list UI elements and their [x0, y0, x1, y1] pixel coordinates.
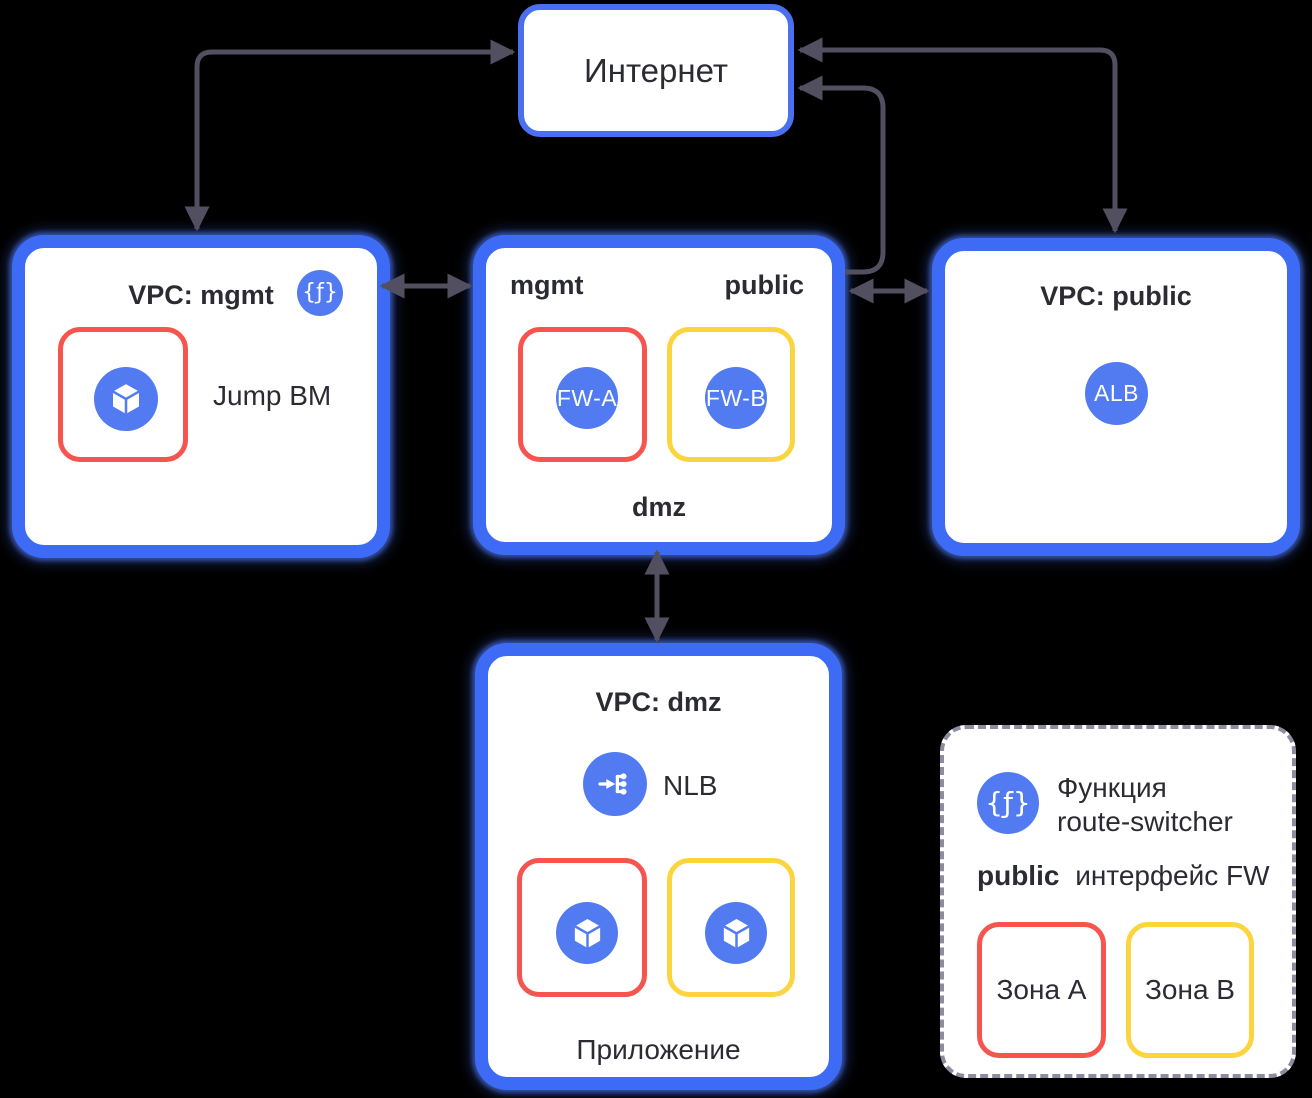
vm-cube-glyph — [722, 918, 750, 948]
vpc-public-title: VPC: public — [1040, 281, 1192, 311]
legend-function-line1: Функция — [1057, 772, 1167, 803]
load-balancer-glyph — [598, 773, 627, 795]
vm-cube-icon — [556, 902, 618, 964]
app-vm-zone-a-box — [517, 858, 647, 997]
fw-a-icon: FW-A — [556, 367, 618, 429]
vpc-dmz: VPC: dmz NLB — [475, 643, 842, 1090]
jump-vm-label: Jump ВМ — [213, 380, 332, 411]
arrow-internet-vpc-public — [797, 37, 1128, 234]
function-braces-icon: {ƒ} — [297, 270, 343, 316]
jump-vm-zone-a-box — [58, 327, 188, 462]
subnet-public-label: public — [724, 270, 805, 300]
application-label: Приложение — [576, 1034, 741, 1065]
function-braces-icon: {ƒ} — [977, 772, 1039, 834]
vm-cube-icon — [94, 367, 158, 431]
legend-zone-a-box: Зона A — [977, 922, 1106, 1058]
alb-icon: ALB — [1085, 362, 1148, 425]
vm-cube-icon — [705, 902, 767, 964]
nlb-label: NLB — [663, 770, 718, 801]
fw-block: mgmt public FW-A FW-B dmz — [473, 235, 845, 555]
legend-zone-b-box: Зона B — [1126, 922, 1254, 1058]
fw-b-label: FW-B — [705, 384, 767, 411]
legend-interface-public: public — [977, 860, 1060, 891]
legend: {ƒ} Функция route-switcher public интерф… — [940, 725, 1296, 1078]
load-balancer-icon — [583, 752, 647, 816]
vm-cube-glyph — [112, 384, 140, 414]
fw-b-icon: FW-B — [705, 367, 767, 429]
fw-b-zone-box: FW-B — [667, 327, 795, 462]
internet-node: Интернет — [518, 4, 794, 137]
app-vm-zone-b-box — [667, 858, 795, 997]
legend-zone-a-label: Зона A — [996, 974, 1087, 1005]
subnet-mgmt-label: mgmt — [510, 270, 584, 300]
subnet-dmz-label: dmz — [632, 492, 686, 522]
legend-interface-text: public интерфейс FW — [977, 860, 1270, 892]
internet-label: Интернет — [584, 51, 728, 89]
vm-cube-glyph — [573, 918, 601, 948]
legend-function-line2: route-switcher — [1057, 806, 1233, 837]
legend-interface-rest: интерфейс FW — [1075, 860, 1270, 891]
vpc-dmz-title: VPC: dmz — [595, 687, 722, 717]
fw-a-label: FW-A — [556, 384, 618, 411]
vpc-mgmt: VPC: mgmt {ƒ} Jump ВМ — [12, 235, 390, 558]
alb-label: ALB — [1094, 380, 1139, 406]
vpc-public: VPC: public ALB — [932, 238, 1300, 556]
fw-a-zone-box: FW-A — [518, 327, 647, 462]
vpc-mgmt-title: VPC: mgmt — [128, 280, 274, 310]
arrow-internet-vpc-mgmt — [184, 39, 516, 232]
legend-function-text: Функция route-switcher — [1057, 771, 1233, 839]
legend-zone-b-label: Зона B — [1145, 974, 1235, 1005]
